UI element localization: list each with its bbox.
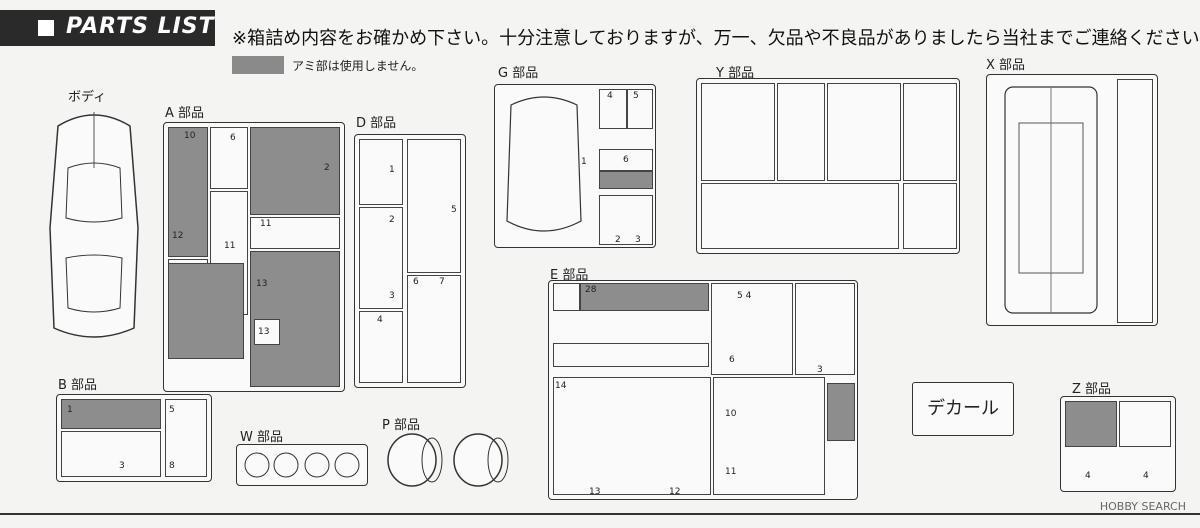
header-band bbox=[0, 10, 215, 46]
body-shell-drawing bbox=[49, 112, 139, 338]
runner-x bbox=[986, 74, 1158, 326]
page-title: PARTS LIST bbox=[66, 14, 215, 39]
section-label-b: B 部品 bbox=[58, 378, 98, 393]
decal-label: デカール bbox=[927, 398, 999, 419]
decal-sheet: デカール bbox=[912, 382, 1014, 436]
section-label-body: ボディ bbox=[68, 90, 107, 105]
section-label-e: E 部品 bbox=[550, 268, 589, 283]
section-label-d: D 部品 bbox=[356, 116, 397, 131]
legend-swatch bbox=[232, 56, 284, 74]
section-label-a: A 部品 bbox=[165, 106, 205, 121]
watermark: HOBBY SEARCH bbox=[1099, 500, 1186, 513]
runner-w bbox=[236, 444, 368, 486]
tires-drawing bbox=[387, 433, 509, 487]
section-label-w: W 部品 bbox=[240, 430, 283, 445]
section-label-x: X 部品 bbox=[986, 58, 1026, 73]
section-label-g: G 部品 bbox=[498, 66, 539, 81]
runner-y bbox=[696, 78, 960, 254]
notice-text: ※箱詰め内容をお確かめ下さい。十分注意しておりますが、万一、欠品や不良品がありま… bbox=[232, 28, 1200, 49]
section-label-y: Y 部品 bbox=[716, 66, 755, 81]
section-label-p: P 部品 bbox=[382, 418, 420, 433]
footer-divider bbox=[0, 513, 1200, 515]
header-square-icon bbox=[38, 20, 54, 36]
legend-text: アミ部は使用しません。 bbox=[292, 59, 424, 73]
section-label-z: Z 部品 bbox=[1072, 382, 1112, 397]
